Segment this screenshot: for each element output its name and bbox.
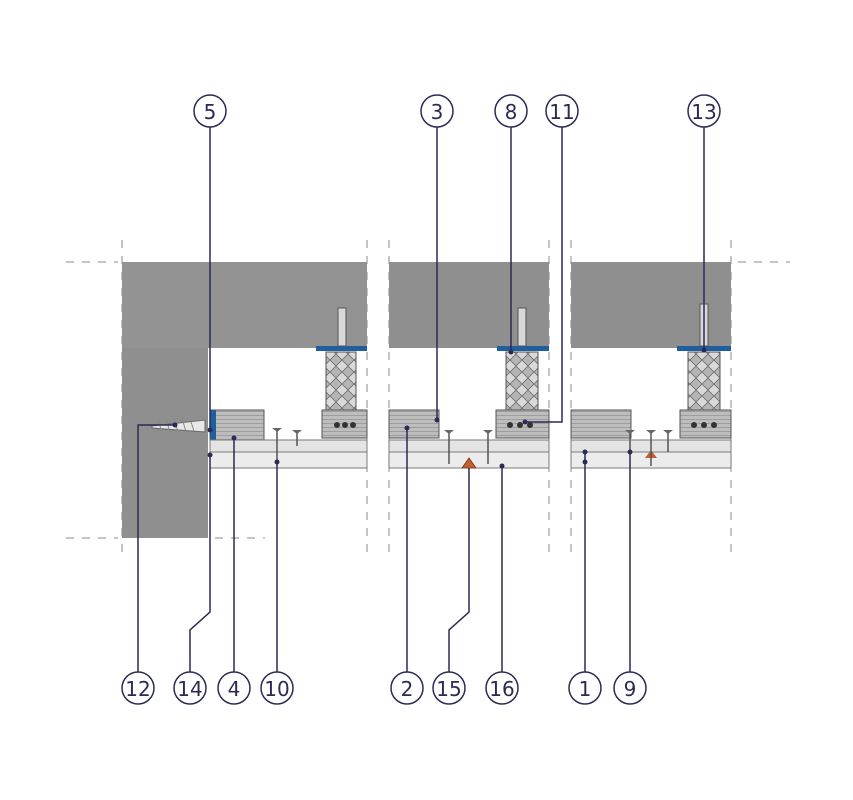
leader-dots [172, 347, 707, 469]
callout-9-circle [613, 671, 647, 705]
ceiling-profile [388, 409, 440, 439]
callout-11-circle [545, 94, 579, 128]
ceiling-profile [570, 409, 632, 439]
callout-8-label: 8 [505, 100, 518, 124]
callout-1-label: 1 [579, 677, 592, 701]
callout-14-label: 14 [177, 677, 202, 701]
callout-4-circle [217, 671, 251, 705]
callout-4-label: 4 [228, 677, 241, 701]
callout-9-label: 9 [624, 677, 637, 701]
board-layer-1 [388, 439, 550, 453]
callout-5-circle [193, 94, 227, 128]
callout-11-label: 11 [549, 100, 574, 124]
callout-16-label: 16 [489, 677, 514, 701]
callout-15-circle [432, 671, 466, 705]
callout-12-circle [121, 671, 155, 705]
callout-5-label: 5 [204, 100, 217, 124]
callout-3-circle [420, 94, 454, 128]
callout-12-label: 12 [125, 677, 150, 701]
callout-13-circle [687, 94, 721, 128]
wall-profile [209, 409, 265, 441]
callout-2-circle [390, 671, 424, 705]
callout-14-circle [173, 671, 207, 705]
callout-1-circle [568, 671, 602, 705]
panel-suspension [570, 262, 732, 469]
seal-strip [497, 346, 549, 351]
callout-8-circle [494, 94, 528, 128]
callout-2-label: 2 [401, 677, 414, 701]
callout-3-label: 3 [431, 100, 444, 124]
callout-15-label: 15 [436, 677, 461, 701]
callout-10-circle [260, 671, 294, 705]
callout-13-label: 13 [691, 100, 716, 124]
leader-lines [137, 127, 705, 672]
callout-labels: 5 3 8 11 13 12 14 4 10 2 15 16 1 9 [125, 100, 716, 701]
callout-16-circle [485, 671, 519, 705]
panel-wall-connection [122, 262, 368, 538]
seal-strip [316, 346, 367, 351]
panel-board-joint [388, 262, 550, 469]
callouts [121, 94, 721, 705]
callout-10-label: 10 [264, 677, 289, 701]
